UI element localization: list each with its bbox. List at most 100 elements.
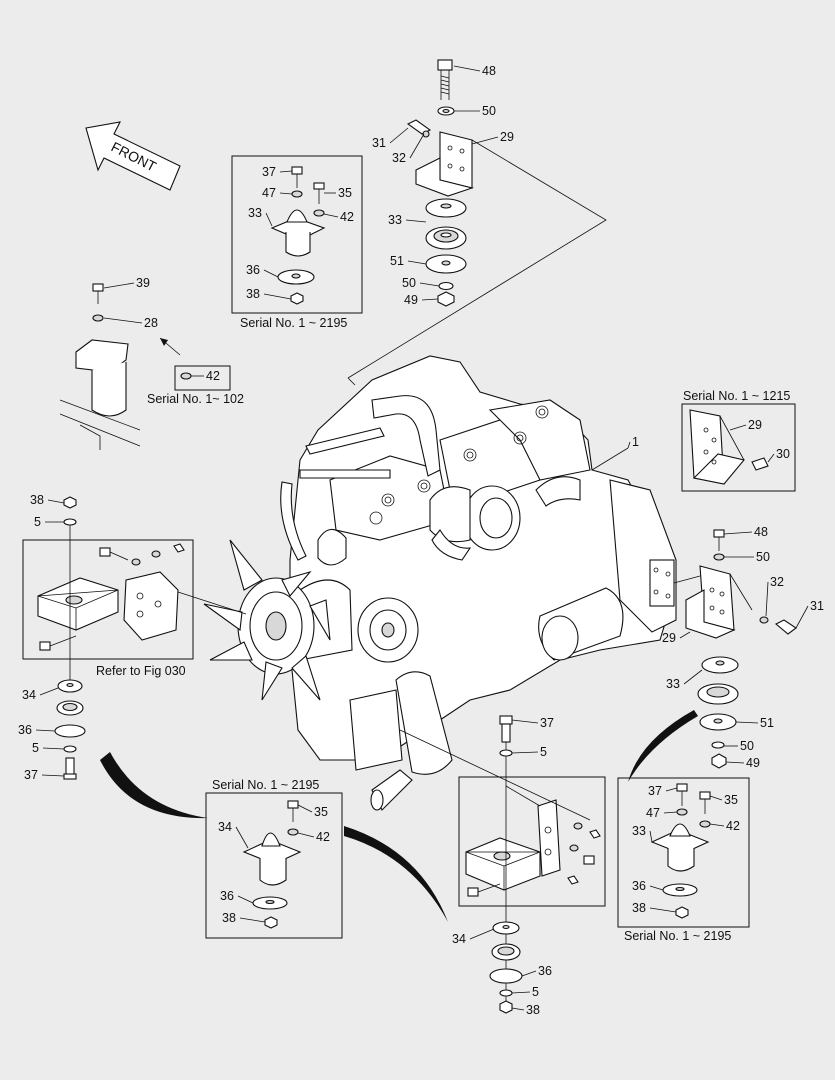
callout-34: 34 [22, 688, 36, 702]
callout-36: 36 [246, 263, 260, 277]
callout-37: 37 [262, 165, 276, 179]
callout-leader [683, 669, 703, 685]
callout-38: 38 [246, 287, 260, 301]
box-left-ref: Refer to Fig 030 [22, 539, 194, 678]
callout-48: 48 [754, 525, 768, 539]
caption-bottom-right: Serial No. 1 ~ 2195 [624, 929, 731, 943]
callout-33: 33 [388, 213, 402, 227]
callout-38: 38 [632, 901, 646, 915]
filter-assembly [59, 283, 181, 450]
callout-leader [663, 811, 678, 814]
callout-30: 30 [776, 447, 790, 461]
callout-leader [47, 499, 65, 504]
callout-31: 31 [810, 599, 824, 613]
callout-34: 34 [218, 820, 232, 834]
callout-leader [41, 774, 65, 777]
callout-leader [679, 631, 691, 639]
callout-leader [297, 804, 313, 813]
callout-leader [35, 729, 56, 732]
callout-49: 49 [404, 293, 418, 307]
callout-42: 42 [340, 210, 354, 224]
caption-left-ref: Refer to Fig 030 [96, 664, 186, 678]
callout-50: 50 [740, 739, 754, 753]
callout-leader [279, 170, 293, 173]
callout-leader [511, 1007, 525, 1011]
box-bottom-center: Serial No. 1 ~ 2195 [205, 778, 343, 939]
callout-leader [767, 453, 775, 463]
callout-1: 1 [632, 435, 639, 449]
engine [203, 355, 677, 811]
callout-33: 33 [632, 824, 646, 838]
callout-leader [419, 282, 440, 287]
callout-31: 31 [372, 136, 386, 150]
front-arrow: FRONT [85, 121, 181, 191]
callout-51: 51 [390, 254, 404, 268]
callout-leader [709, 823, 725, 827]
callout-leader [405, 219, 427, 223]
callout-leader [469, 928, 495, 940]
callout-42: 42 [316, 830, 330, 844]
callout-leader [729, 424, 747, 431]
callout-50: 50 [402, 276, 416, 290]
callout-5: 5 [32, 741, 39, 755]
caption-right-upper: Serial No. 1 ~ 1215 [683, 389, 790, 403]
callout-leader [103, 317, 143, 324]
callout-leader [279, 192, 293, 195]
callout-37: 37 [540, 716, 554, 730]
box-bottom-right: Serial No. 1 ~ 2195 [617, 777, 750, 943]
callout-34: 34 [452, 932, 466, 946]
callout-leader [263, 269, 279, 278]
callout-leader [649, 885, 664, 891]
callout-leader [235, 826, 249, 849]
callout-leader [649, 830, 653, 843]
callout-28: 28 [144, 316, 158, 330]
caption-box-top: Serial No. 1 ~ 2195 [240, 316, 347, 330]
callout-leader [263, 293, 292, 300]
callout-leader [239, 917, 266, 923]
callout-leader [723, 531, 753, 535]
callout-37: 37 [648, 784, 662, 798]
callout-leader [297, 832, 315, 838]
callout-leader [735, 721, 759, 724]
callout-51: 51 [760, 716, 774, 730]
callout-leader [39, 687, 59, 696]
callout-50: 50 [482, 104, 496, 118]
box-bottom-middle [458, 776, 606, 907]
callout-36: 36 [220, 889, 234, 903]
callout-33: 33 [666, 677, 680, 691]
callout-32: 32 [770, 575, 784, 589]
callout-39: 39 [136, 276, 150, 290]
caption-bottom-center: Serial No. 1 ~ 2195 [212, 778, 319, 792]
box-right-upper: Serial No. 1 ~ 1215 [681, 389, 796, 492]
callout-47: 47 [262, 186, 276, 200]
callout-47: 47 [646, 806, 660, 820]
right-mount-stack [685, 529, 797, 769]
callout-leader [323, 213, 339, 218]
callout-leader [389, 127, 409, 144]
callout-38: 38 [30, 493, 44, 507]
callout-leader [709, 795, 723, 801]
callout-49: 49 [746, 756, 760, 770]
callout-leader [471, 136, 499, 145]
callout-29: 29 [748, 418, 762, 432]
callout-50: 50 [756, 550, 770, 564]
callout-leader [237, 895, 254, 904]
callout-leader [453, 65, 481, 72]
middle-mount-stack [489, 715, 523, 1014]
callout-36: 36 [18, 723, 32, 737]
callout-leader [665, 787, 678, 792]
box-42-serial: Serial No. 1~ 102 [147, 365, 244, 406]
callout-48: 48 [482, 64, 496, 78]
callout-29: 29 [500, 130, 514, 144]
callout-35: 35 [338, 186, 352, 200]
callout-leader [103, 282, 135, 289]
callout-leader [511, 991, 531, 994]
callout-leader [511, 719, 539, 724]
callout-37: 37 [24, 768, 38, 782]
callout-5: 5 [34, 515, 41, 529]
callout-33: 33 [248, 206, 262, 220]
callout-leader [521, 970, 537, 977]
callout-leader [409, 133, 425, 159]
